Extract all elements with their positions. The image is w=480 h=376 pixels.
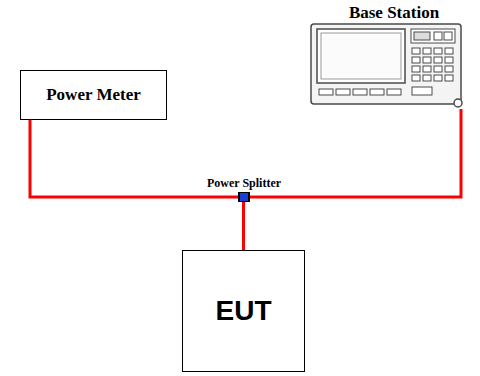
power-splitter: Power Splitter [238, 192, 250, 202]
box-label: EUT [216, 295, 272, 327]
rf-cable [242, 202, 245, 250]
rf-cable [30, 120, 238, 197]
box-label: Power Meter [46, 85, 141, 105]
instrument-holder [310, 23, 468, 109]
instrument-title: Base Station [320, 3, 468, 23]
power-meter-box: Power Meter [20, 70, 167, 120]
rf-cable [250, 109, 461, 197]
splitter-label: Power Splitter [207, 176, 281, 190]
eut-box: EUT [182, 250, 305, 372]
base-station-unit: Base Station [310, 3, 468, 109]
instrument-illustration [310, 23, 466, 109]
